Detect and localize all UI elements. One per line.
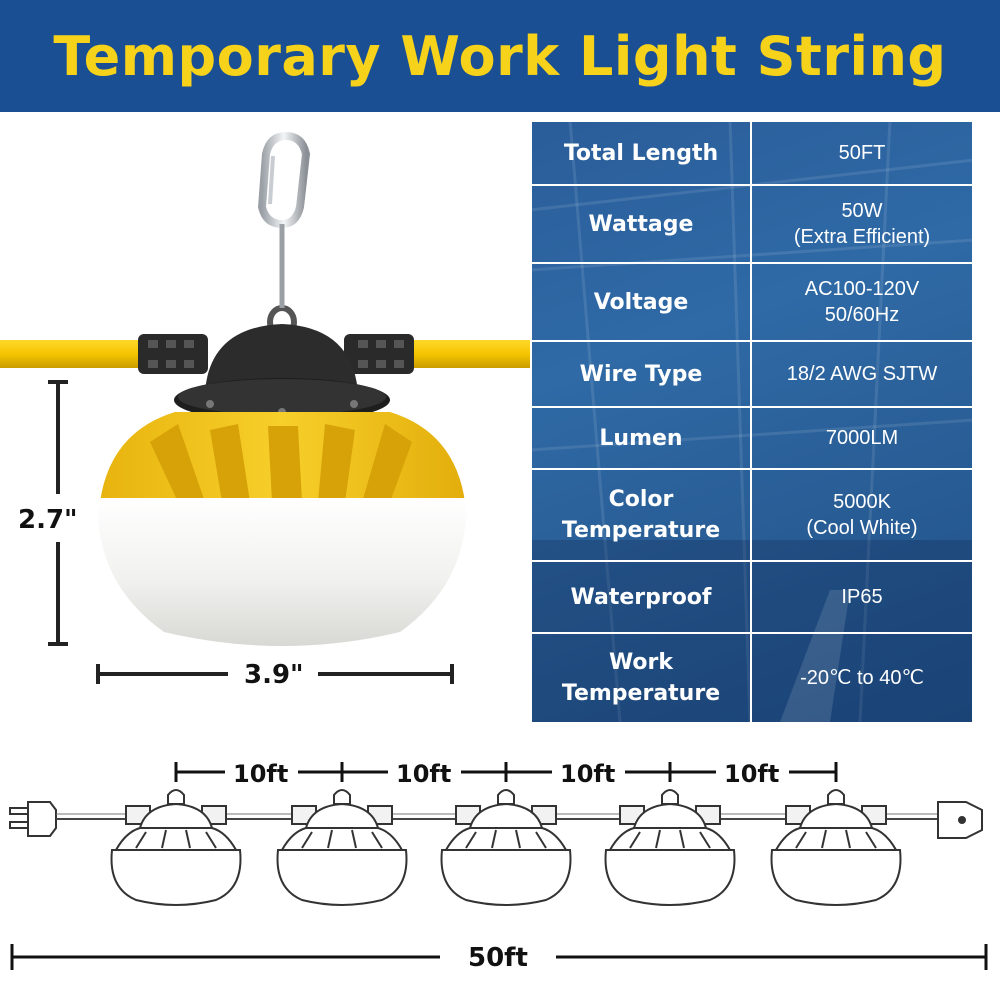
spec-value: AC100-120V 50/60Hz bbox=[750, 262, 974, 342]
spec-table: Total Length 50FT Wattage 50W (Extra Eff… bbox=[530, 120, 974, 722]
spec-row: Color Temperature 5000K (Cool White) bbox=[530, 468, 974, 562]
spec-row: Wire Type 18/2 AWG SJTW bbox=[530, 340, 974, 408]
yellow-cord-right bbox=[400, 340, 530, 368]
spec-label: Work Temperature bbox=[530, 632, 752, 722]
spec-row: Waterproof IP65 bbox=[530, 560, 974, 634]
spec-row: Wattage 50W (Extra Efficient) bbox=[530, 184, 974, 264]
light-icon bbox=[604, 789, 736, 906]
spec-value: 18/2 AWG SJTW bbox=[750, 340, 974, 408]
spec-row: Total Length 50FT bbox=[530, 120, 974, 186]
light-icon bbox=[440, 789, 572, 906]
spacing-label: 10ft bbox=[560, 760, 615, 788]
string-diagram: 10ft 10ft 10ft 10ft bbox=[0, 740, 1000, 1000]
spec-label: Waterproof bbox=[530, 560, 752, 634]
carabiner-hook bbox=[257, 131, 311, 339]
string-diagram-svg: 10ft 10ft 10ft 10ft bbox=[9, 760, 988, 973]
width-dimension bbox=[96, 664, 454, 684]
height-label: 2.7" bbox=[18, 505, 78, 535]
diffuser-dome bbox=[97, 498, 467, 646]
height-dimension bbox=[48, 380, 68, 646]
spec-value: 7000LM bbox=[750, 406, 974, 470]
spec-value: 50W (Extra Efficient) bbox=[750, 184, 974, 264]
spec-label: Wattage bbox=[530, 184, 752, 264]
spec-row: Lumen 7000LM bbox=[530, 406, 974, 470]
total-length-label: 50ft bbox=[468, 943, 528, 973]
spec-label: Lumen bbox=[530, 406, 752, 470]
housing-fins bbox=[150, 424, 412, 502]
light-icon bbox=[276, 789, 408, 906]
light-icon bbox=[770, 789, 902, 906]
spec-row: Work Temperature -20℃ to 40℃ bbox=[530, 632, 974, 722]
socket-icon bbox=[937, 801, 983, 839]
spec-value: 5000K (Cool White) bbox=[750, 468, 974, 562]
spec-panel: Total Length 50FT Wattage 50W (Extra Eff… bbox=[530, 120, 974, 722]
spacing-label: 10ft bbox=[396, 760, 451, 788]
black-top-cap bbox=[205, 324, 358, 392]
spacing-label: 10ft bbox=[233, 760, 288, 788]
cord-connector-right bbox=[344, 334, 414, 374]
cord-connector-left bbox=[138, 334, 208, 374]
spec-value: -20℃ to 40℃ bbox=[750, 632, 974, 722]
spec-label: Total Length bbox=[530, 120, 752, 186]
spec-value: IP65 bbox=[750, 560, 974, 634]
yellow-cord-left bbox=[0, 340, 150, 368]
width-label: 3.9" bbox=[244, 660, 304, 690]
light-icon bbox=[110, 789, 242, 906]
spec-row: Voltage AC100-120V 50/60Hz bbox=[530, 262, 974, 342]
spec-label: Color Temperature bbox=[530, 468, 752, 562]
total-dimension bbox=[10, 944, 988, 970]
spacing-label: 10ft bbox=[724, 760, 779, 788]
page-title: Temporary Work Light String bbox=[53, 24, 947, 88]
work-light-illustration: 2.7" 3.9" bbox=[0, 131, 530, 690]
spec-value: 50FT bbox=[750, 120, 974, 186]
spec-label: Voltage bbox=[530, 262, 752, 342]
title-banner: Temporary Work Light String bbox=[0, 0, 1000, 112]
plug-icon bbox=[9, 801, 57, 837]
product-hero: 2.7" 3.9" bbox=[0, 112, 530, 732]
spec-label: Wire Type bbox=[530, 340, 752, 408]
spacing-dimension bbox=[174, 762, 838, 782]
